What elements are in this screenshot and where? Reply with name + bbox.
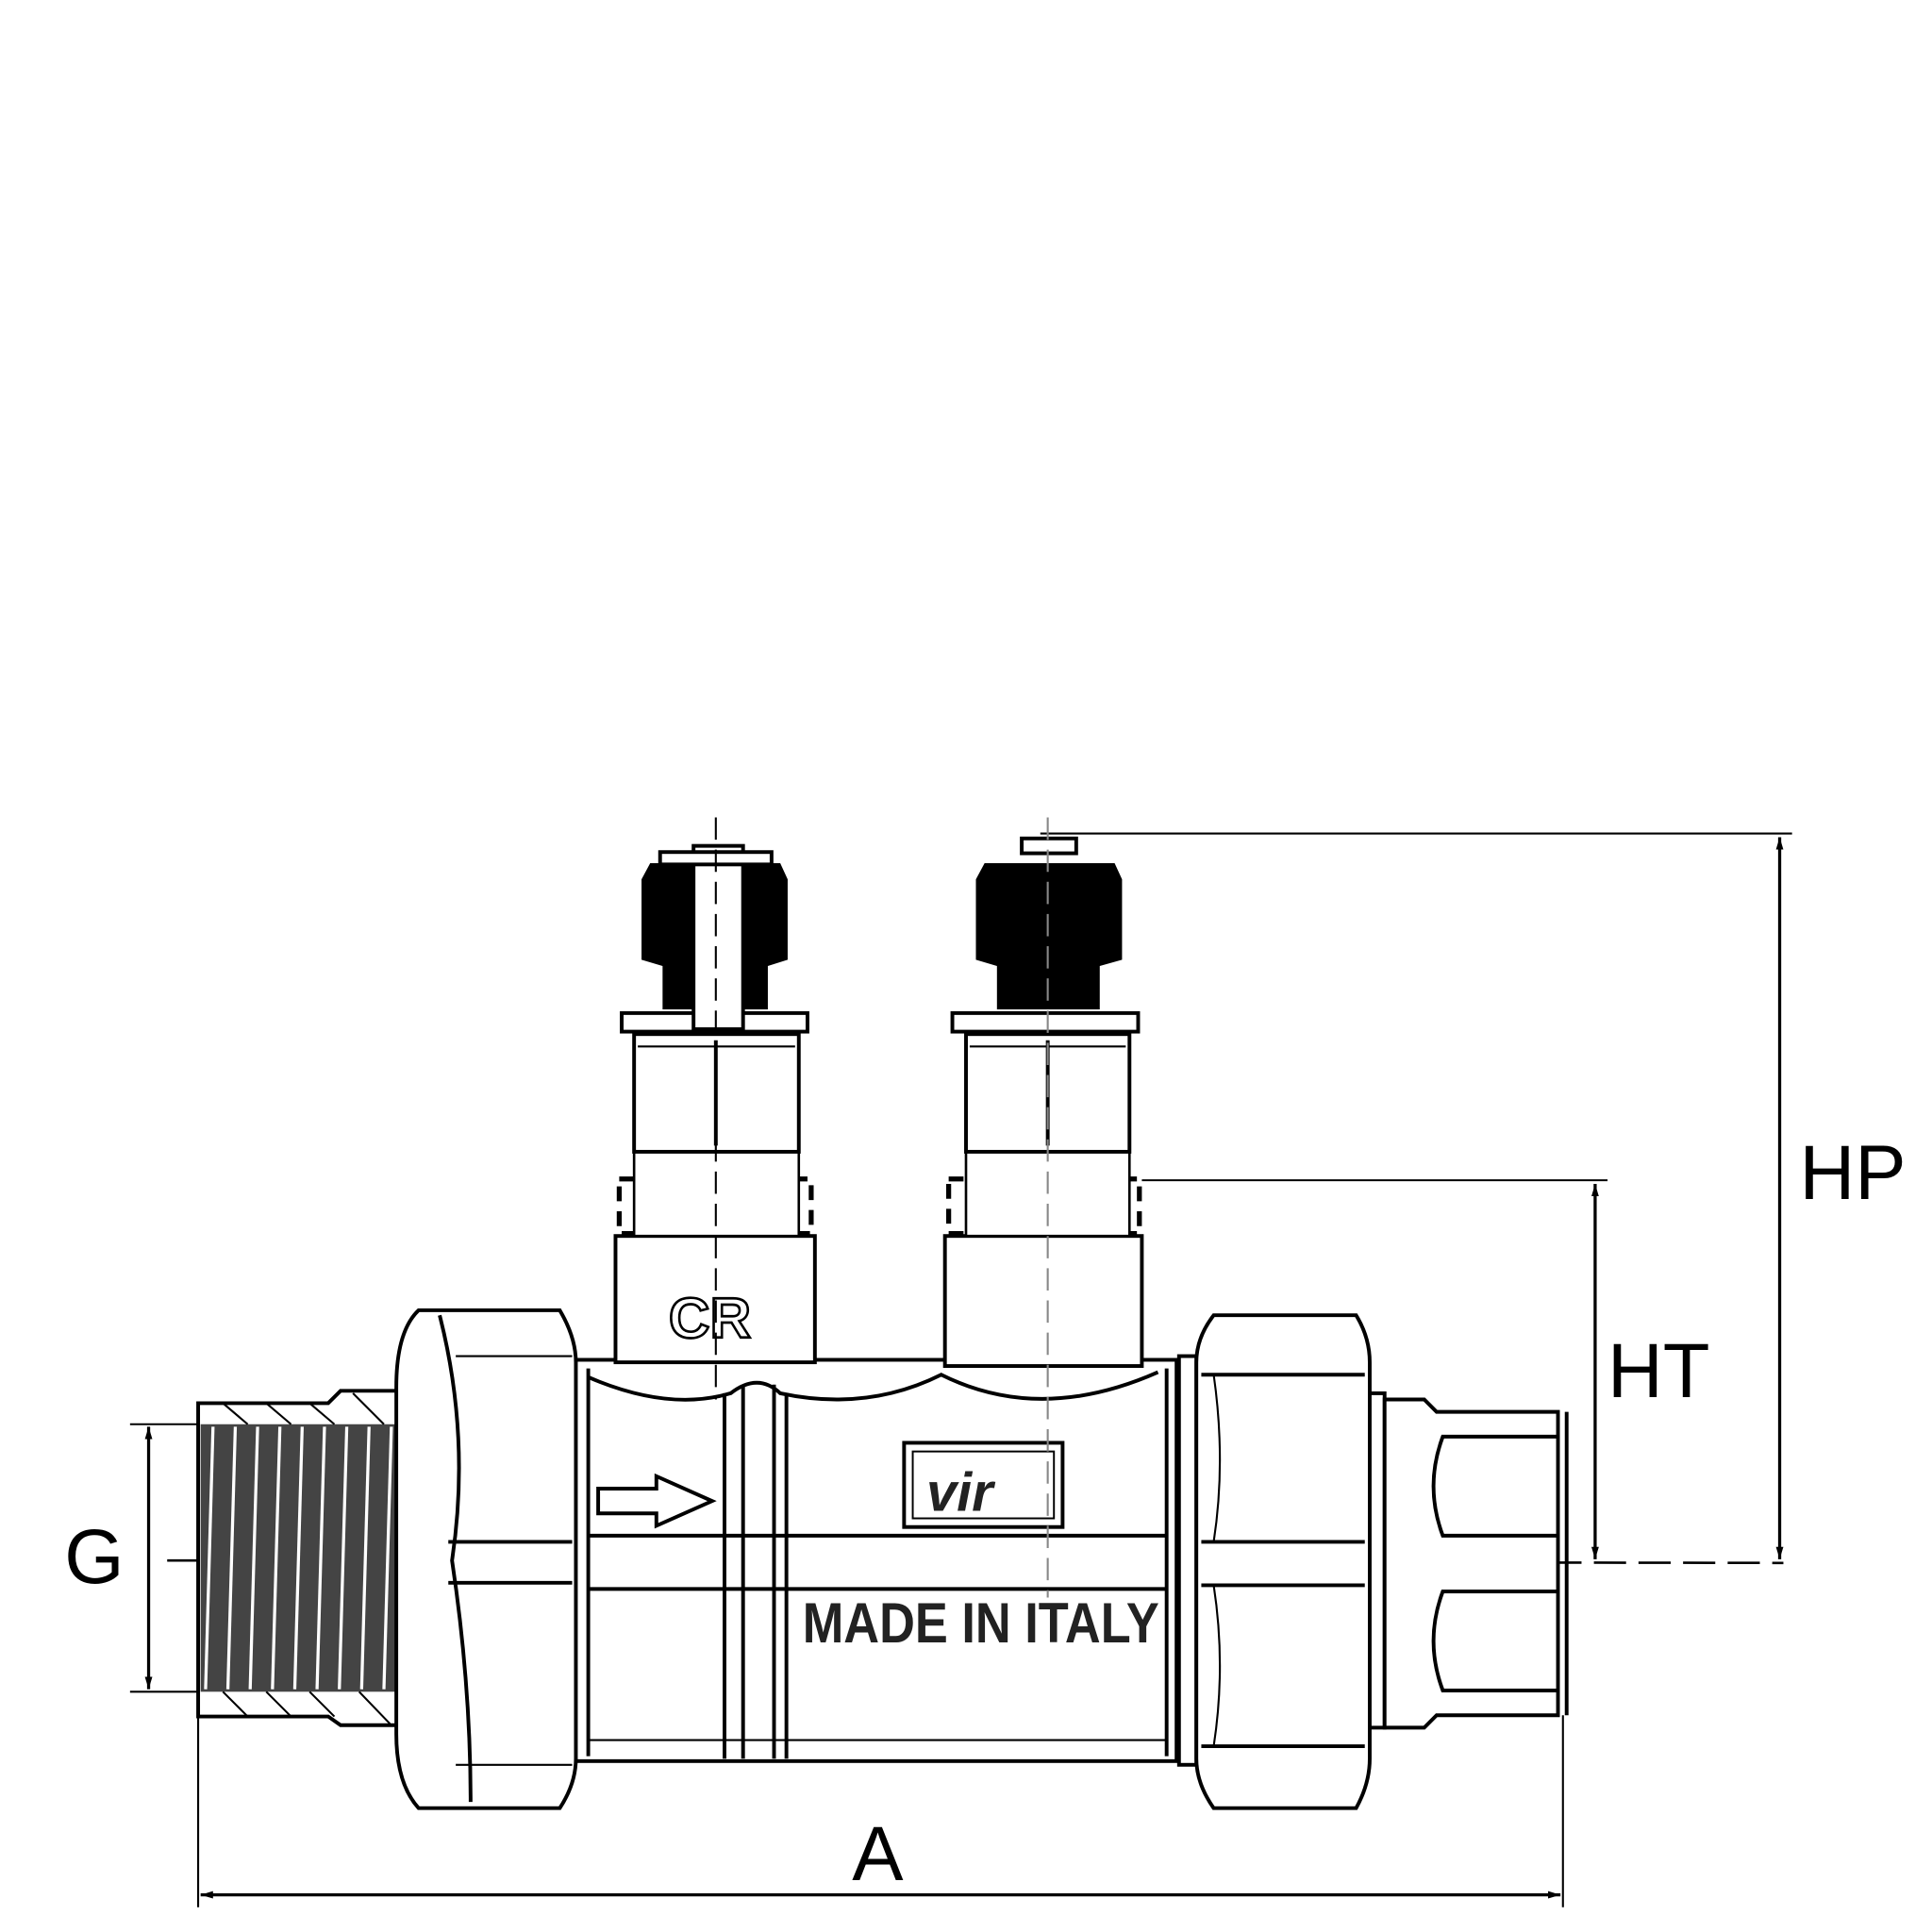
cr-logo: CR	[669, 1286, 751, 1350]
right-test-port	[942, 817, 1144, 1598]
brand-logo-box	[902, 1441, 1065, 1529]
valve-body: vir MADE IN ITALY	[574, 1357, 1179, 1763]
g-label: G	[64, 1514, 124, 1600]
made-in-italy-text: MADE IN ITALY	[803, 1591, 1159, 1655]
brand-logo: vir	[926, 1463, 996, 1524]
left-union-nut	[394, 1307, 578, 1810]
ht-dimension: HT	[1141, 1179, 1710, 1559]
hp-dimension: HP	[1040, 832, 1907, 1559]
left-test-port: CR	[613, 817, 817, 1400]
right-tailpiece	[1368, 1391, 1569, 1730]
a-dimension: A	[197, 1715, 1564, 1907]
a-label: A	[852, 1811, 904, 1897]
ht-label: HT	[1607, 1328, 1709, 1414]
hp-label: HP	[1800, 1130, 1907, 1216]
right-union-nut	[1176, 1313, 1372, 1810]
g-dimension: G	[64, 1423, 201, 1693]
threaded-end	[196, 1389, 424, 1727]
flow-arrow-icon	[596, 1473, 717, 1529]
